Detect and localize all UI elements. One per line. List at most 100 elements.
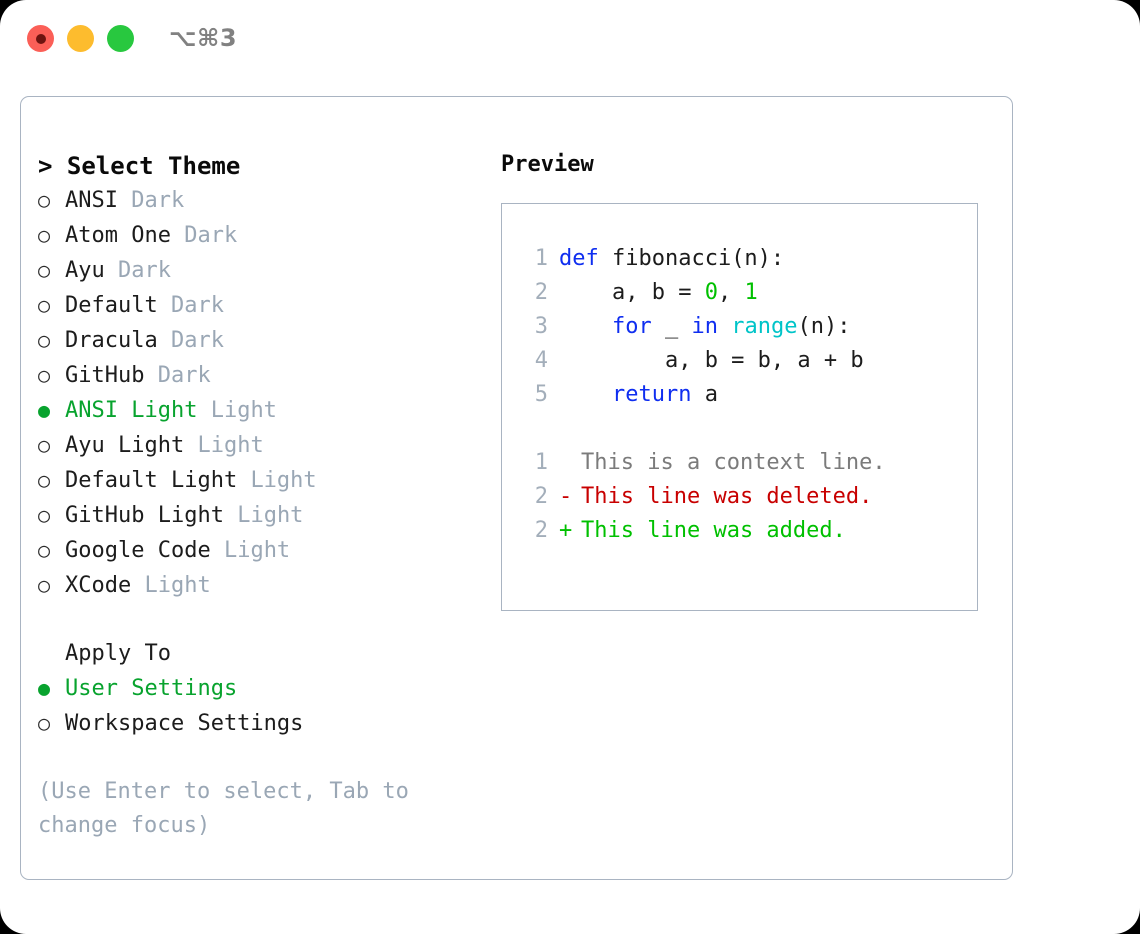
theme-name: Default [65,293,158,318]
code-line-text: for _ in range(n): [559,310,850,344]
code-token: 0 [704,280,718,305]
theme-list-item[interactable]: ○ Google Code Light [38,533,488,568]
code-line-number: 5 [534,382,548,407]
radio-unselected-icon[interactable]: ○ [38,363,51,387]
radio-unselected-icon[interactable]: ○ [38,328,51,352]
diff-line-number: 1 [534,450,548,475]
theme-kind-badge: Light [250,468,317,493]
theme-name-gap [118,184,131,218]
radio-unselected-icon[interactable]: ○ [38,188,51,212]
theme-kind-badge: Dark [131,188,185,213]
theme-name: Ayu [65,258,105,283]
radio-selected-icon[interactable]: ● [38,676,51,700]
radio-unselected-icon[interactable]: ○ [38,258,51,282]
maximize-window-button[interactable] [107,25,134,52]
theme-kind-badge: Light [223,538,291,563]
theme-list-item[interactable]: ●ANSI Light Light [38,393,488,428]
diff-line-text: This is a context line. [581,450,886,475]
theme-list-item[interactable]: ○ XCode Light [38,568,488,603]
minimize-window-button[interactable] [67,25,94,52]
traffic-light-group [27,25,134,52]
theme-name-gap [158,289,171,323]
code-token: range [731,314,798,339]
code-token: fibonacci(n): [611,246,785,271]
diff-sign [559,446,581,480]
radio-unselected-icon[interactable]: ○ [38,433,51,457]
radio-unselected-icon[interactable]: ○ [38,538,51,562]
theme-name: Dracula [65,328,158,353]
radio-unselected-icon[interactable]: ○ [38,711,51,735]
theme-name-gap [211,534,224,568]
keyboard-shortcut-label: ⌥⌘3 [169,24,238,52]
code-line-number: 4 [534,348,548,373]
code-line: 1 def fibonacci(n): [524,242,977,276]
apply-to-option[interactable]: ● User Settings [38,671,488,706]
theme-name-gap [105,254,118,288]
theme-list-item[interactable]: ○ Dracula Dark [38,323,488,358]
preview-title: Preview [501,152,594,177]
theme-kind-badge: Light [144,573,211,598]
diff-line: 2-This line was deleted. [524,480,977,514]
code-token [559,382,612,407]
diff-sample: 1 This is a context line.2-This line was… [524,446,977,548]
code-token: a, b = [559,280,705,305]
theme-list-item[interactable]: ○GitHub Light Light [38,498,488,533]
diff-line: 1 This is a context line. [524,446,977,480]
diff-line-text: This line was deleted. [581,484,873,509]
theme-name: ANSI Light [65,398,198,423]
theme-name-gap [144,359,157,393]
code-token: def [559,246,612,271]
theme-list-item[interactable]: ○Atom One Dark [38,218,488,253]
apply-to-option-label: User Settings [65,676,238,701]
diff-line: 2+This line was added. [524,514,977,548]
apply-to-option[interactable]: ○ Workspace Settings [38,706,488,741]
radio-selected-icon[interactable]: ● [38,398,51,422]
theme-name: ANSI [65,188,118,213]
theme-name: Google Code [65,538,211,563]
code-token [718,314,731,339]
title-bar: ⌥⌘3 [0,0,1140,78]
theme-name: GitHub [65,363,145,388]
theme-list-item[interactable]: ○Ayu Light Light [38,428,488,463]
code-line-text: def fibonacci(n): [559,242,784,276]
theme-name-gap [131,569,144,603]
theme-list-item[interactable]: ○Default Light Light [38,463,488,498]
theme-kind-badge: Dark [118,258,171,283]
theme-list-item[interactable]: ○ ANSI Dark [38,183,488,218]
diff-line-number: 2 [534,518,548,543]
diff-line-text: This line was added. [581,518,846,543]
theme-name: XCode [65,573,132,598]
panel-columns: > Select Theme ○ANSI Dark○Atom One Dark○… [21,97,1012,879]
code-line-text: a, b = b, a + b [559,344,864,378]
radio-unselected-icon[interactable]: ○ [38,503,51,527]
theme-name-gap [184,429,197,463]
theme-list-item[interactable]: ○Default Dark [38,288,488,323]
radio-unselected-icon[interactable]: ○ [38,223,51,247]
theme-list[interactable]: ○ANSI Dark○Atom One Dark○Ayu Dark○Defaul… [38,183,488,603]
close-window-button[interactable] [27,25,54,52]
theme-kind-badge: Dark [170,328,224,353]
apply-to-option-label: Workspace Settings [65,711,304,736]
radio-unselected-icon[interactable]: ○ [38,573,51,597]
radio-unselected-icon[interactable]: ○ [38,468,51,492]
list-spacer [38,603,488,637]
code-token: for [611,314,652,339]
code-line: 5 return a [524,378,977,412]
code-diff-spacer [524,412,977,446]
theme-name: Atom One [65,223,171,248]
code-line-number: 1 [534,246,548,271]
apply-to-list[interactable]: ● User Settings ○ Workspace Settings [38,671,488,741]
select-theme-heading: > Select Theme [38,152,241,180]
theme-list-item[interactable]: ○GitHub Dark [38,358,488,393]
theme-picker-column: > Select Theme ○ANSI Dark○Atom One Dark○… [38,149,488,843]
keyboard-hint-text: (Use Enter to select, Tab to change focu… [38,779,409,838]
theme-list-item[interactable]: ○ Ayu Dark [38,253,488,288]
theme-name-gap [224,499,237,533]
code-line: 3 for _ in range(n): [524,310,977,344]
radio-unselected-icon[interactable]: ○ [38,293,51,317]
code-token: a [691,382,718,407]
